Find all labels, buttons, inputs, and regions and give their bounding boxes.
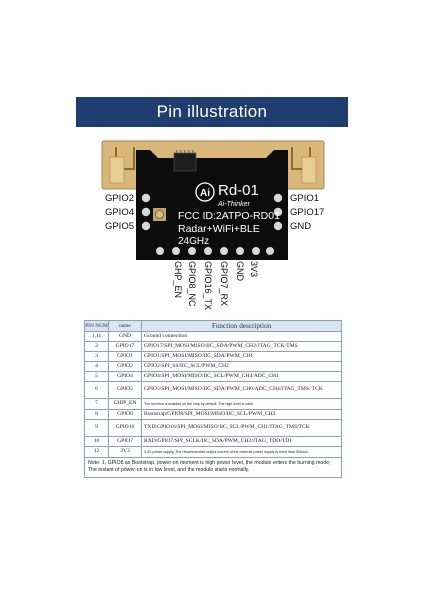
- table-cell-name: CHIP_EN: [108, 397, 142, 410]
- table-cell-num: 4: [84, 360, 109, 372]
- module-features: Radar+WiFi+BLE: [178, 223, 260, 235]
- ai-thinker-logo-icon: [195, 182, 215, 202]
- page-title: Pin illustration: [76, 97, 348, 127]
- radar-chip: [173, 152, 197, 172]
- module-fcc: FCC ID:2ATPO-RD01: [178, 210, 280, 222]
- pin-label-right: GPIO17: [290, 207, 325, 218]
- pin-label-left: GPIO4: [104, 207, 134, 218]
- table-cell-num: 1,11: [84, 331, 109, 342]
- module-diagram: Ai Rd-01 Ai-Thinker FCC ID:2ATPO-RD01 Ra…: [0, 135, 424, 310]
- table-cell-name: GND: [108, 331, 142, 342]
- table-header: name: [108, 320, 142, 332]
- pin-label-right: GND: [290, 221, 312, 232]
- table-cell-name: GPIO4: [108, 370, 142, 382]
- table-cell-desc: The function is enabled on the chip by d…: [141, 397, 342, 410]
- table-cell-name: GPIO8: [108, 408, 142, 420]
- table-cell-num: 12: [84, 445, 109, 458]
- table-header: Function description: [141, 320, 342, 332]
- table-cell-name: GPIO2: [108, 360, 142, 372]
- module-brand: Ai-Thinker: [217, 201, 251, 208]
- table-cell-name: GPIO5: [108, 380, 142, 399]
- table-cell-desc: GPIO17/SPI_MOSI/MISO/IIC_SDA/PWM_CH2/JTA…: [141, 340, 342, 352]
- table-cell-num: 9: [84, 418, 109, 437]
- table-cell-num: 6: [84, 380, 109, 399]
- table-cell-num: 10: [84, 435, 109, 447]
- table-cell-name: GPIO1: [108, 350, 142, 362]
- module-freq: 24GHz: [178, 236, 209, 247]
- table-note: Note: 1, GPIO8 as Bootstrap, power-on mo…: [84, 456, 342, 478]
- pin-label-bottom: GPIO7_RX: [219, 261, 229, 307]
- module-board: Ai Rd-01 Ai-Thinker FCC ID:2ATPO-RD01 Ra…: [101, 140, 325, 260]
- table-note-row: Note: 1, GPIO8 as Bootstrap, power-on mo…: [84, 456, 342, 478]
- table-cell-desc: GPIO4/SPI_MOSI/MISO/IIC_SCL/PWM_CH4/ADC_…: [141, 370, 342, 382]
- table-cell-num: 3: [84, 350, 109, 362]
- table-cell-name: 3V3: [108, 445, 142, 458]
- table-cell-name: GPIO17: [108, 340, 142, 352]
- table-cell-desc: TXD/GPIO16/SPI_MOSI/MISO/IIC_SCL/PWM_CH1…: [141, 418, 342, 437]
- pin-label-bottom: GPIO16_TX: [203, 261, 213, 311]
- pin-label-bottom: GPIO8_NC: [187, 261, 197, 307]
- table-header-row: PIN NUM name Function description: [84, 320, 342, 332]
- table-cell-desc: GPIO5/SPI_MOSI/MISO/IIC_SDA/PWM_CH0/ADC_…: [141, 380, 342, 399]
- table-cell-num: 7: [84, 397, 109, 410]
- table-cell-name: GPIO16: [108, 418, 142, 437]
- pin-label-left: GPIO2: [104, 193, 134, 204]
- pin-label-bottom: 3V3: [249, 261, 259, 278]
- table-cell-desc: Ground connection: [141, 331, 342, 342]
- table-cell-desc: GPIO2/SPI_SS/IIC_SCL/PWM_CH2: [141, 360, 342, 372]
- module-name: Rd-01: [218, 182, 259, 199]
- table-cell-num: 5: [84, 370, 109, 382]
- table-cell-desc: GPIO1/SPI_MOSI/MISO/IIC_SDA/PWM_CH1: [141, 350, 342, 362]
- svg-text:Ai: Ai: [200, 188, 210, 199]
- pin-label-bottom: GHP_EN: [173, 261, 183, 299]
- table-cell-name: GPIO7: [108, 435, 142, 447]
- table-cell-desc: RXD/GPIO7/SPI_SCLK/IIC_SDA/PWM_CH2/JTAG_…: [141, 435, 342, 447]
- pin-label-right: GPIO1: [290, 193, 320, 204]
- pin-label-left: GPIO5: [104, 221, 134, 232]
- pcb-body: [136, 150, 288, 260]
- table-cell-num: 2: [84, 340, 109, 352]
- table-cell-num: 8: [84, 408, 109, 420]
- pin-label-bottom: GND: [235, 261, 245, 281]
- table-cell-desc: 3.3V power supply. The recommended outpu…: [141, 445, 342, 458]
- table-header: PIN NUM: [84, 320, 109, 332]
- table-cell-desc: Bootstrap/GPIO8/SPI_MOSI/MISO/IIC_SCL/PW…: [141, 408, 342, 420]
